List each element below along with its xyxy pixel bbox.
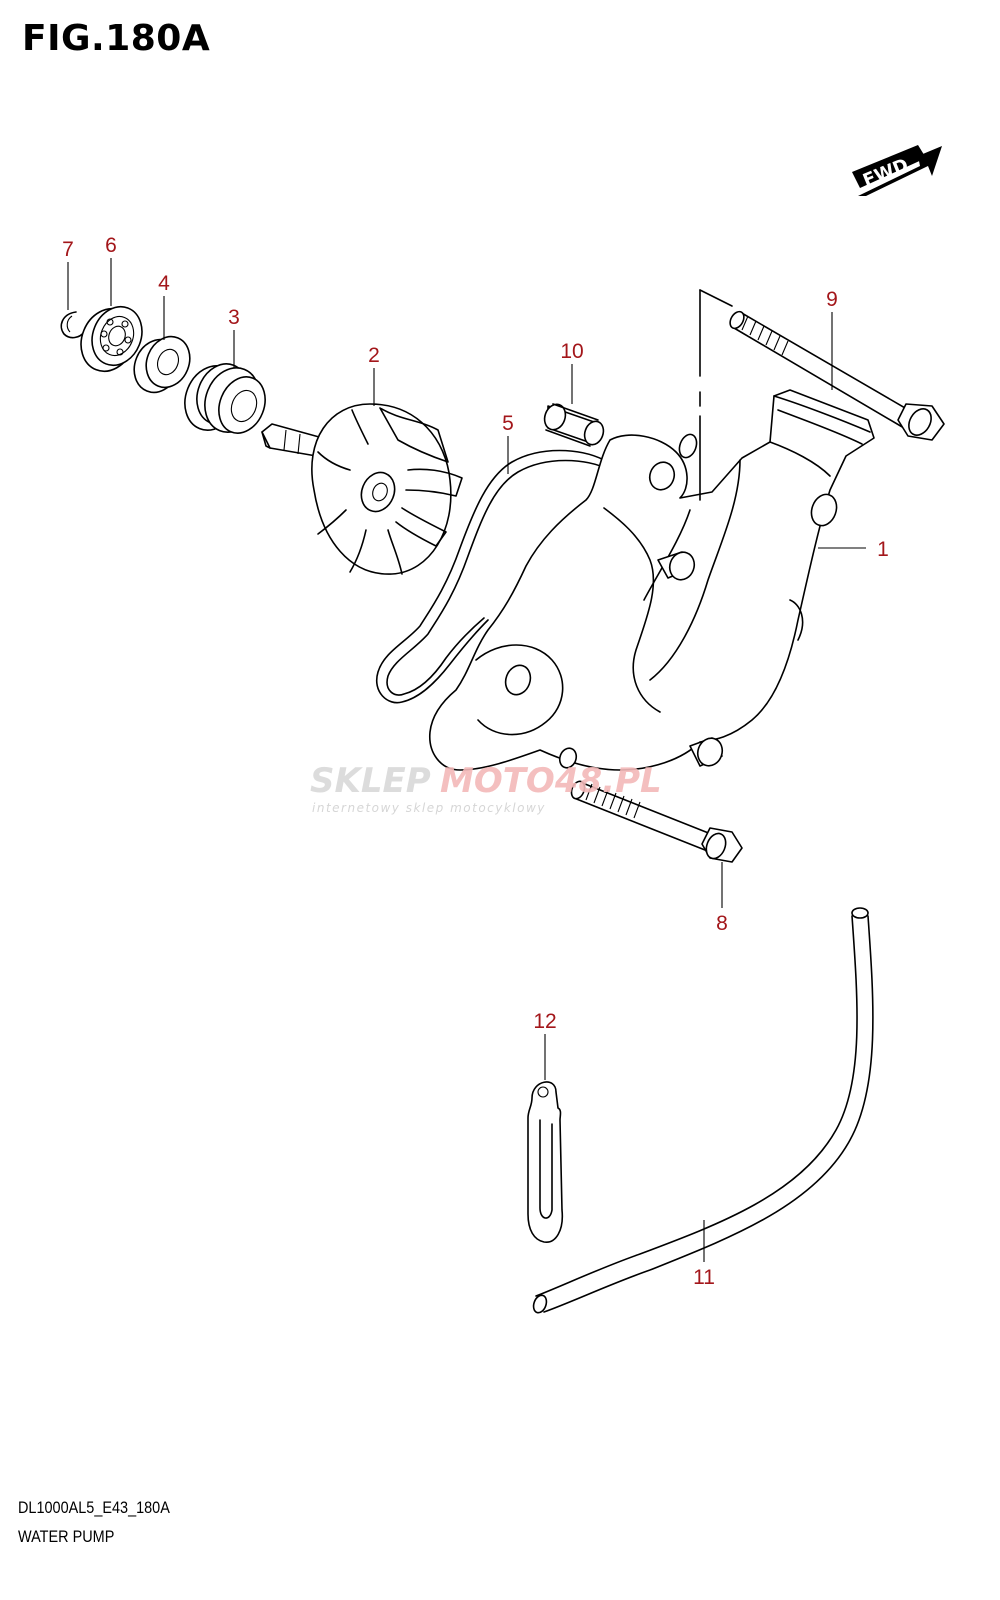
callout-6: 6 [105, 234, 117, 257]
fwd-arrow-icon: FWD [852, 145, 942, 196]
part-6-bearing [80, 305, 143, 373]
part-3-mechanical-seal [184, 363, 266, 434]
part-4-bearing [133, 335, 191, 394]
diagram-code: DL1000AL5_E43_180A [18, 1498, 170, 1517]
part-12-clamp [527, 1081, 564, 1243]
callout-11: 11 [693, 1266, 715, 1289]
callout-1: 1 [877, 538, 889, 561]
callout-8: 8 [716, 912, 728, 935]
callout-3: 3 [228, 306, 240, 329]
part-2-impeller [261, 403, 463, 575]
callout-10: 10 [560, 340, 583, 363]
watermark-brand-b: MOTO48.PL [440, 761, 662, 801]
callout-5: 5 [502, 412, 514, 435]
callout-numbers: 1 2 3 4 5 6 7 8 9 10 11 12 [62, 234, 889, 1289]
watermark-tagline: internetowy sklep motocyklowy [312, 801, 546, 815]
watermark-brand-a: SKLEP [310, 761, 431, 801]
watermark: SKLEP MOTO48.PL internetowy sklep motocy… [310, 761, 662, 815]
callout-9: 9 [826, 288, 838, 311]
callout-12: 12 [533, 1010, 556, 1033]
callout-4: 4 [158, 272, 170, 295]
part-7-circlip [60, 311, 85, 339]
part-10-dowel-pin [543, 403, 605, 447]
part-8-short-bolt [570, 780, 743, 863]
callout-2: 2 [368, 344, 380, 367]
callout-7: 7 [62, 238, 74, 261]
figure-title: FIG.180A [22, 18, 211, 59]
part-11-hose [532, 907, 874, 1314]
part-1-pump-housing [429, 389, 875, 771]
diagram-name: WATER PUMP [18, 1527, 115, 1546]
part-9-long-bolt [699, 289, 945, 501]
leader-lines [67, 258, 866, 1262]
part-5-o-ring [375, 449, 611, 704]
